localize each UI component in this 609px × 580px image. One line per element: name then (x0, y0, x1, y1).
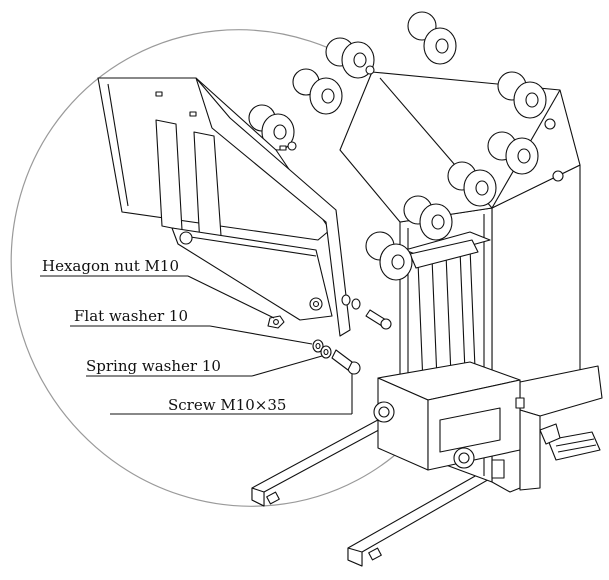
roller (403, 195, 453, 241)
hexagon-nut-label: Hexagon nut M10 (42, 257, 179, 275)
roller (407, 11, 457, 65)
foot-pedal (515, 397, 601, 461)
flat-washer-label: Flat washer 10 (74, 307, 188, 325)
roller (365, 231, 413, 281)
base-block (373, 361, 521, 479)
screw-part (331, 349, 361, 375)
screw-label: Screw M10×35 (168, 396, 286, 414)
roller (487, 131, 539, 175)
fasteners (267, 294, 392, 375)
rollers (248, 11, 564, 281)
roller (248, 104, 295, 151)
roller (497, 71, 547, 119)
tray (97, 77, 351, 337)
spring-washer-label: Spring washer 10 (86, 357, 221, 375)
leader-lines (40, 275, 353, 415)
roller (447, 161, 497, 207)
roller (292, 68, 343, 115)
